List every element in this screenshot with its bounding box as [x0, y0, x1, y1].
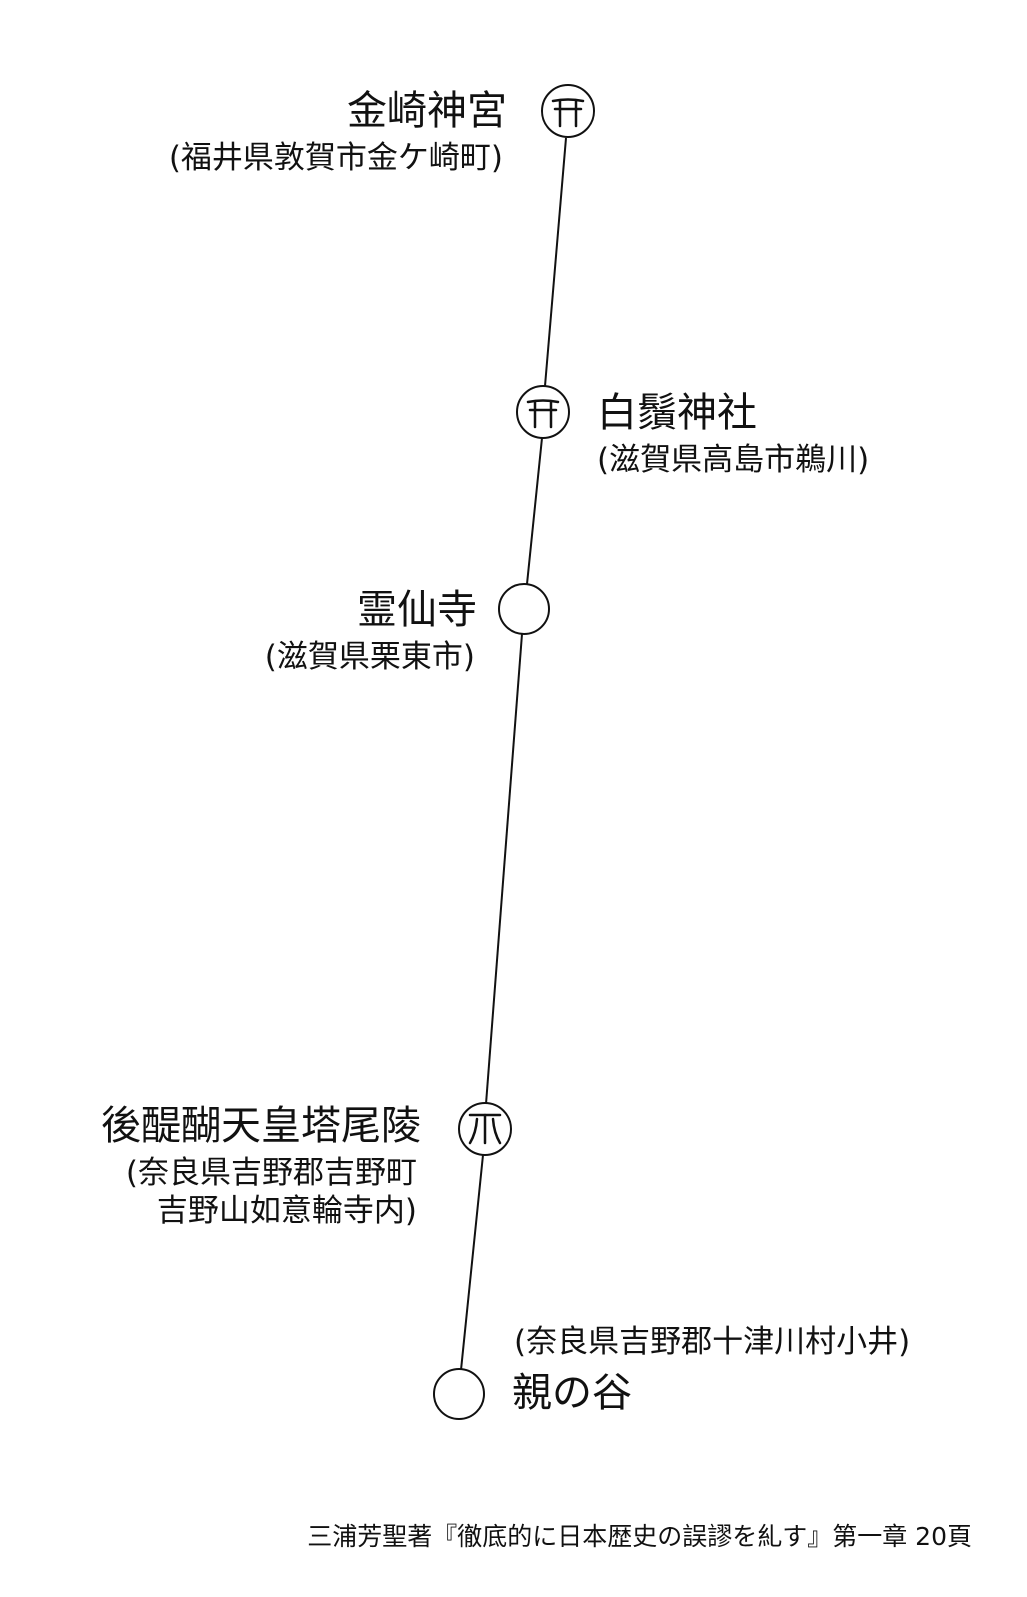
site-address-kanegasaki: (福井県敦賀市金ケ崎町)	[168, 140, 503, 176]
marker-ring	[433, 1368, 485, 1420]
site-name-godaigo: 後醍醐天皇塔尾陵	[101, 1103, 421, 1149]
tomb-icon	[468, 1113, 502, 1145]
tomb-marker-godaigo	[458, 1102, 512, 1156]
torii-marker-shirahige	[516, 385, 570, 439]
torii-icon	[526, 399, 560, 429]
torii-icon	[551, 98, 585, 128]
route-segment-2	[526, 437, 543, 585]
site-address-godaigo-line1: (奈良県吉野郡吉野町	[125, 1155, 417, 1191]
torii-marker-kanegasaki	[541, 84, 595, 138]
marker-ring	[516, 385, 570, 439]
circle-marker-oyanotani	[433, 1368, 485, 1420]
route-segment-3	[485, 633, 523, 1105]
route-segment-4	[460, 1154, 484, 1371]
marker-ring	[541, 84, 595, 138]
source-credit: 三浦芳聖著『徹底的に日本歴史の誤謬を糺す』第一章 20頁	[307, 1522, 972, 1551]
site-name-kanegasaki: 金崎神宮	[347, 88, 507, 134]
site-address-shirahige: (滋賀県高島市鵜川)	[597, 442, 870, 478]
site-address-oyanotani: (奈良県吉野郡十津川村小井)	[514, 1324, 911, 1360]
site-name-shirahige: 白鬚神社	[597, 390, 757, 436]
site-name-ryosenji: 霊仙寺	[357, 587, 477, 633]
marker-ring	[498, 583, 550, 635]
circle-marker-ryosenji	[498, 583, 550, 635]
site-address-godaigo-line2: 吉野山如意輪寺内)	[156, 1193, 417, 1229]
site-name-oyanotani: 親の谷	[512, 1370, 632, 1416]
site-address-ryosenji: (滋賀県栗東市)	[264, 639, 475, 675]
route-segment-1	[544, 137, 567, 387]
